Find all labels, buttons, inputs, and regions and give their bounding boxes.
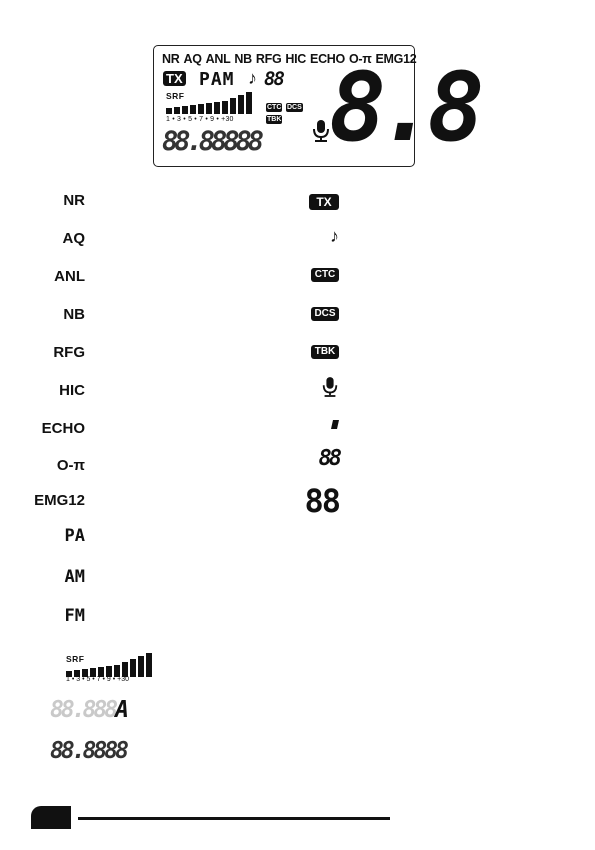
frequency-last-digit: A — [115, 697, 126, 723]
lcd-ctc-badge: CTC — [266, 103, 282, 112]
lcd-channel-small: 88 — [264, 68, 283, 90]
label-am: AM — [65, 568, 85, 586]
signal-bars — [66, 653, 156, 677]
lcd-signal-bars — [166, 92, 262, 114]
ctc-badge: CTC — [311, 268, 339, 282]
tbk-badge: TBK — [311, 345, 339, 359]
lcd-tbk-badge: TBK — [266, 115, 282, 124]
lcd-note-icon: ♪ — [248, 68, 257, 89]
lcd-hic: HIC — [285, 52, 306, 66]
microphone-icon — [311, 119, 331, 143]
page-tab — [31, 806, 71, 829]
label-nb: NB — [63, 306, 85, 324]
lcd-rfg: RFG — [256, 52, 282, 66]
lcd-dcs-badge: DCS — [286, 103, 303, 112]
dot-icon — [331, 420, 339, 429]
microphone-icon — [321, 376, 339, 398]
label-hic: HIC — [59, 382, 85, 400]
frequency-full-display: 88.8888 — [50, 738, 126, 764]
lcd-nb: NB — [234, 52, 251, 66]
key-icon: O-π — [57, 457, 85, 475]
lcd-mode: PAM — [199, 69, 235, 90]
frequency-dim-display: 88.888A — [50, 697, 126, 723]
lcd-signal-scale: 1 • 3 • 5 • 7 • 9 • +30 — [166, 116, 234, 123]
label-anl: ANL — [54, 268, 85, 286]
lcd-nr: NR — [162, 52, 179, 66]
lcd-aq: AQ — [183, 52, 201, 66]
tx-badge: TX — [309, 194, 339, 210]
label-emg: EMG12 — [34, 492, 85, 510]
signal-scale: 1 • 3 • 5 • 7 • 9 • +30 — [66, 676, 129, 683]
small-digits: 88 — [319, 446, 340, 471]
lcd-tx-badge: TX — [163, 71, 186, 86]
label-pa: PA — [65, 527, 85, 545]
lcd-frequency: 88.88888 — [162, 126, 260, 157]
dcs-badge: DCS — [311, 307, 339, 321]
label-nr: NR — [63, 192, 85, 210]
label-fm: FM — [65, 607, 85, 625]
lcd-anl: ANL — [206, 52, 231, 66]
footer-rule — [78, 817, 390, 820]
frequency-dim-digits: 88.888 — [50, 697, 115, 723]
label-aq: AQ — [63, 230, 86, 248]
label-rfg: RFG — [53, 344, 85, 362]
label-echo: ECHO — [42, 420, 85, 438]
big-digits: 88 — [304, 482, 339, 520]
note-icon: ♪ — [330, 226, 339, 247]
lcd-big-digits: 8.8 — [329, 58, 477, 158]
